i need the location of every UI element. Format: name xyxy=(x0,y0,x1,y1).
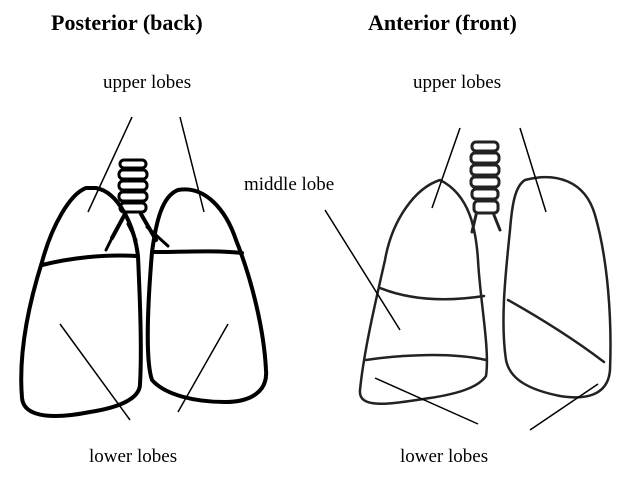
anterior-horizontal-fissure xyxy=(380,288,484,299)
posterior-right-lung xyxy=(148,189,266,402)
anterior-lungs xyxy=(360,142,611,404)
anterior-left-lung xyxy=(503,177,610,397)
anterior-oblique-fissure xyxy=(366,355,486,360)
posterior-leader-lines xyxy=(60,117,228,420)
posterior-lungs xyxy=(21,160,266,416)
posterior-upper-lobes-label: upper lobes xyxy=(103,72,191,94)
posterior-left-fissure xyxy=(42,255,136,265)
posterior-trachea xyxy=(106,160,168,250)
posterior-lower-lobes-label: lower lobes xyxy=(89,446,177,468)
posterior-left-lung xyxy=(21,188,141,416)
posterior-title: Posterior (back) xyxy=(51,10,203,36)
anterior-upper-lobes-label: upper lobes xyxy=(413,72,501,94)
anterior-title: Anterior (front) xyxy=(368,10,517,36)
anterior-middle-lobe-label: middle lobe xyxy=(244,174,334,196)
anterior-leader-lines xyxy=(325,128,598,430)
anterior-lower-lobes-label: lower lobes xyxy=(400,446,488,468)
anterior-trachea xyxy=(471,142,500,232)
anterior-left-fissure xyxy=(508,300,604,362)
anterior-right-lung xyxy=(360,180,487,404)
posterior-right-fissure xyxy=(153,251,242,253)
